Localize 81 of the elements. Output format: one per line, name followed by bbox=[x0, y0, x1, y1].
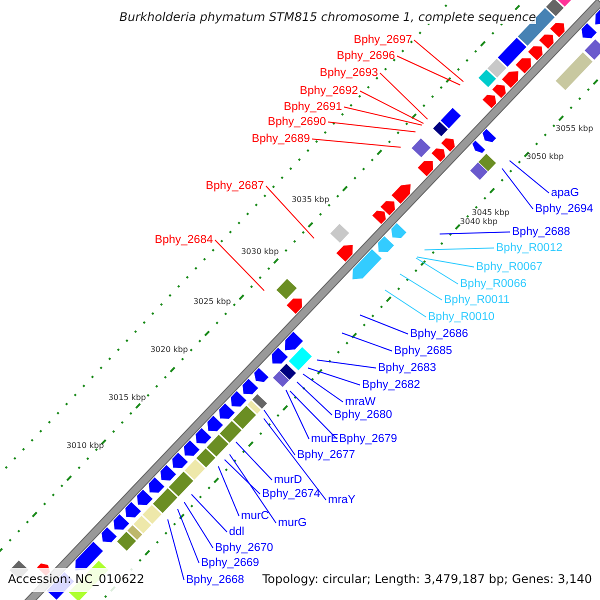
leader-line bbox=[290, 390, 338, 440]
gene-label: Bphy_R0067 bbox=[476, 260, 542, 274]
leader-line bbox=[312, 138, 402, 148]
gene-label: apaG bbox=[551, 186, 580, 200]
scale-label: 3010 kbp bbox=[66, 440, 104, 451]
gene-label: Bphy_2679 bbox=[339, 432, 398, 446]
title: Burkholderia phymatum STM815 chromosome 1, complete sequence bbox=[119, 10, 536, 24]
gene-label: Bphy_2692 bbox=[300, 84, 358, 98]
scale-label: 3050 kbp bbox=[526, 152, 564, 162]
scale-label: 3040 kbp bbox=[460, 216, 498, 227]
leader-line bbox=[416, 258, 458, 284]
scale-label: 3025 kbp bbox=[193, 296, 232, 307]
gene-label: Bphy_2683 bbox=[378, 361, 436, 375]
gene-label: Bphy_2670 bbox=[215, 541, 274, 555]
gene-label: mraY bbox=[328, 493, 356, 507]
leader-line bbox=[184, 502, 214, 548]
gene-label: Bphy_2674 bbox=[262, 487, 320, 501]
gene-label: murE bbox=[311, 432, 338, 446]
leader-line bbox=[263, 418, 326, 500]
gene-label: Bphy_2688 bbox=[512, 225, 570, 239]
leader-line bbox=[439, 232, 510, 234]
scale-label: 3030 kbp bbox=[241, 246, 279, 257]
leader-line bbox=[191, 494, 228, 532]
gene-label: Bphy_2669 bbox=[201, 556, 260, 570]
gene-label: Bphy_R0010 bbox=[428, 310, 494, 324]
gene-label: Bphy_R0012 bbox=[496, 241, 562, 255]
leader-line bbox=[264, 410, 296, 456]
gene-label: Bphy_2693 bbox=[320, 66, 378, 80]
gene-label: Bphy_2687 bbox=[206, 179, 264, 193]
leader-line bbox=[286, 390, 310, 440]
leader-line bbox=[266, 186, 314, 239]
leader-line bbox=[236, 442, 272, 480]
leader-line bbox=[342, 332, 392, 352]
gene-label: Bphy_2697 bbox=[354, 33, 412, 47]
gene-label: Bphy_R0066 bbox=[460, 277, 526, 291]
gene-label: Bphy_2682 bbox=[362, 378, 420, 392]
leader-line bbox=[344, 106, 422, 126]
leader-line bbox=[424, 248, 494, 250]
gene-label: Bphy_2686 bbox=[410, 327, 468, 341]
leader-line bbox=[414, 40, 464, 82]
scale-label: 3035 kbp bbox=[292, 194, 330, 205]
leader-line bbox=[214, 240, 265, 292]
scale-label: 3045 kbp bbox=[472, 208, 510, 218]
leader-line bbox=[229, 454, 276, 524]
leader-line bbox=[502, 168, 534, 210]
gene-label: Bphy_2694 bbox=[535, 202, 594, 216]
leader-line bbox=[400, 274, 442, 300]
leader-line bbox=[177, 508, 200, 564]
leader-line bbox=[396, 56, 461, 86]
scale-label: 3055 kbp bbox=[556, 124, 594, 134]
gene-label: murC bbox=[241, 509, 270, 523]
leader-line bbox=[302, 374, 344, 402]
leader-line bbox=[360, 90, 424, 124]
leader-line bbox=[296, 382, 332, 416]
gene-label: ddl bbox=[229, 525, 244, 539]
leader-line bbox=[316, 360, 376, 368]
leader-line bbox=[224, 459, 260, 494]
gene-label: Bphy_2677 bbox=[297, 448, 356, 462]
gene-label: Bphy_2690 bbox=[268, 115, 326, 129]
gene-label: Bphy_2691 bbox=[284, 100, 342, 114]
leader-line bbox=[308, 368, 360, 386]
leader-line bbox=[416, 256, 474, 268]
gene-label: Bphy_2696 bbox=[336, 49, 395, 63]
gene-label: Bphy_R0011 bbox=[444, 293, 510, 307]
gene-label: mraW bbox=[345, 395, 376, 409]
leader-line bbox=[509, 160, 550, 194]
leader-line bbox=[328, 122, 416, 132]
gene-label: Bphy_2684 bbox=[154, 233, 213, 247]
scale-label: 3020 kbp bbox=[150, 344, 188, 355]
gene-label: murD bbox=[274, 473, 302, 487]
gene-label: Bphy_2680 bbox=[334, 408, 392, 422]
leader-line bbox=[218, 466, 240, 516]
leader-line bbox=[384, 290, 426, 318]
gene-label: Bphy_2685 bbox=[394, 344, 452, 358]
summary-label: Topology: circular; Length: 3,479,187 bp; Genes: 3,140 bbox=[262, 572, 592, 586]
scale-label: 3015 kbp bbox=[108, 392, 146, 403]
leader-line bbox=[167, 518, 184, 580]
gene-label: Bphy_2668 bbox=[186, 573, 244, 587]
gene-label: Bphy_2689 bbox=[252, 132, 310, 146]
leader-line bbox=[360, 314, 408, 334]
gene-label: murG bbox=[278, 516, 307, 530]
